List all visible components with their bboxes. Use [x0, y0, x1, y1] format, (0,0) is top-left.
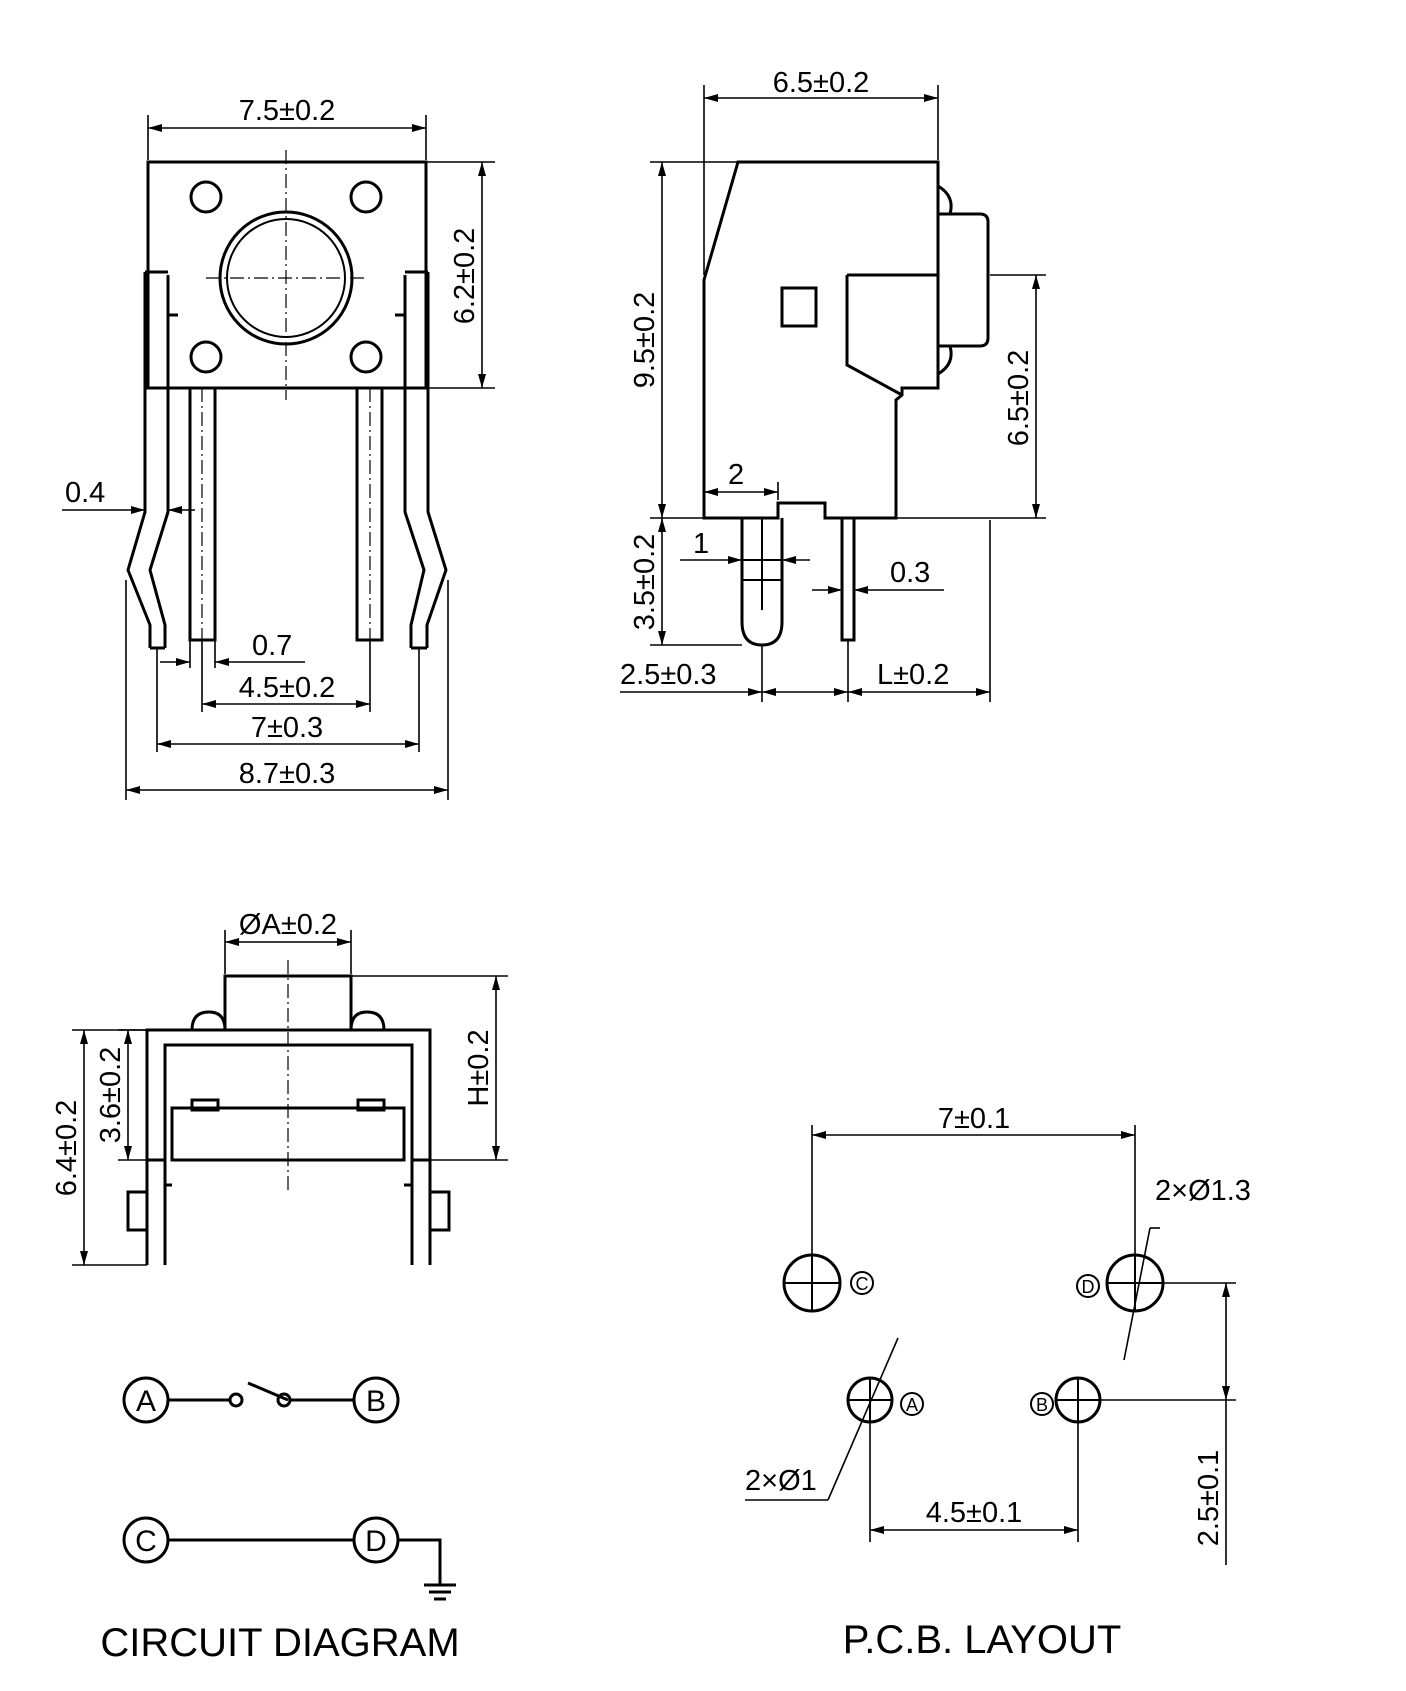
dim-side-actuator-height: 6.5±0.2 [1003, 350, 1035, 447]
terminal-b [352, 1376, 400, 1424]
dim-pcb-row-pitch: 2.5±0.1 [1193, 1450, 1225, 1547]
front-left-frame-inner [148, 275, 170, 648]
dim-pcb-outer-pitch: 7±0.1 [938, 1103, 1010, 1135]
pcb-label-c: C [856, 1274, 869, 1294]
front-hole-br [349, 340, 383, 374]
bottom-view: ØA±0.2 H±0.2 3.6±0.2 6.4±0.2 [51, 909, 508, 1266]
terminal-b-label: B [366, 1385, 386, 1418]
terminal-c-label: C [135, 1525, 157, 1558]
side-body [702, 160, 940, 520]
dim-front-lead-width: 0.7 [252, 630, 292, 662]
dim-side-depth: 6.5±0.2 [773, 67, 870, 99]
switch-contact [247, 1381, 289, 1402]
side-view: 6.5±0.2 9.5±0.2 6.5±0.2 2 1 0.3 3.5±0.2 [620, 67, 1046, 702]
dim-pcb-large-hole: 2×Ø1.3 [1155, 1175, 1251, 1207]
circuit-title: CIRCUIT DIAGRAM [100, 1621, 459, 1665]
front-left-frame-outer [126, 272, 152, 648]
front-view: 7.5±0.2 6.2±0.2 0.4 0.7 4.5±0.2 7±0.3 8.… [62, 95, 495, 800]
front-hole-tl [189, 180, 223, 214]
dim-front-outer-pitch: 7±0.3 [251, 712, 323, 744]
dim-side-step: 2 [728, 459, 744, 491]
dim-bottom-overall-height: 6.4±0.2 [51, 1100, 83, 1197]
terminal-d-label: D [365, 1525, 387, 1558]
dim-front-width: 7.5±0.2 [239, 95, 336, 127]
dim-bottom-actuator-height: H±0.2 [463, 1029, 495, 1106]
dim-bottom-actuator-dia: ØA±0.2 [239, 909, 337, 941]
bottom-frame-outer [145, 1028, 432, 1265]
pcb-label-a: A [906, 1395, 918, 1415]
dim-side-lead-thickness: 0.3 [890, 557, 930, 589]
front-right-frame-inner [403, 275, 426, 648]
circuit-diagram: A B C D CIRCUIT DIAGRAM [100, 1376, 460, 1665]
dim-pcb-small-hole: 2×Ø1 [745, 1465, 817, 1497]
pcb-label-d: D [1082, 1277, 1095, 1297]
dim-pcb-inner-pitch: 4.5±0.1 [926, 1497, 1023, 1529]
dim-front-overall-width: 8.7±0.3 [239, 758, 336, 790]
pcb-title: P.C.B. LAYOUT [843, 1618, 1122, 1662]
dim-side-lead-length: 3.5±0.2 [629, 534, 661, 631]
pcb-layout: C D A B 7±0.1 2×Ø1.3 2×Ø1 4.5±0.1 2.5±0.… [745, 1103, 1251, 1662]
front-hole-tr [349, 180, 383, 214]
dim-side-lead-offset: 2.5±0.3 [620, 659, 717, 691]
dim-side-lead-width: 1 [693, 528, 709, 560]
terminal-a-label: A [136, 1385, 156, 1418]
dim-front-inner-pitch: 4.5±0.2 [239, 672, 336, 704]
dim-side-l: L±0.2 [877, 659, 949, 691]
side-inner-step [845, 273, 938, 397]
dim-front-height: 6.2±0.2 [449, 228, 481, 325]
dim-bottom-body-height: 3.6±0.2 [95, 1047, 127, 1144]
front-body [146, 160, 428, 390]
front-right-frame-outer [425, 272, 448, 648]
side-lead-thin [840, 516, 856, 642]
pcb-label-b: B [1036, 1395, 1048, 1415]
dim-side-body-height: 9.5±0.2 [629, 292, 661, 389]
front-hole-bl [189, 340, 223, 374]
side-actuator [938, 212, 990, 348]
ground-lead [398, 1538, 442, 1585]
dim-front-lead-thickness: 0.4 [65, 477, 105, 509]
side-window [780, 286, 818, 328]
